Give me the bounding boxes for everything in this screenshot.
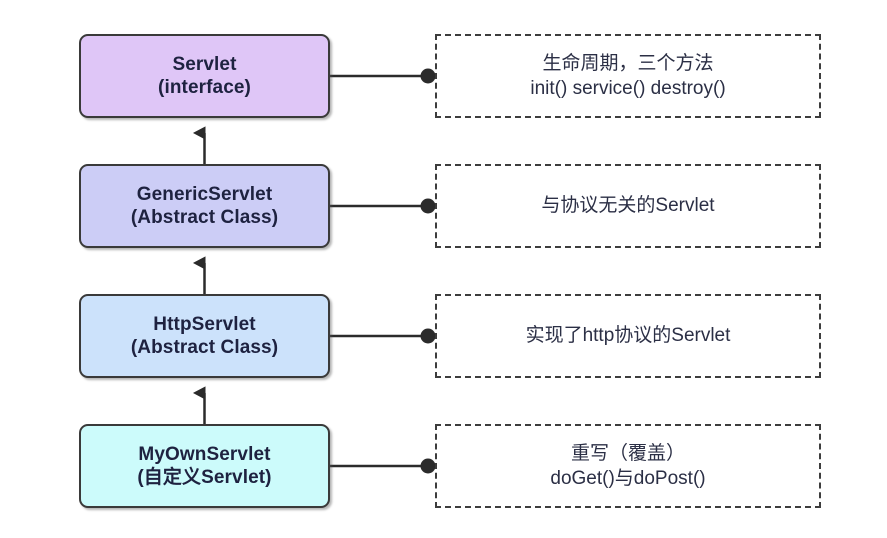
note-line-2: doGet()与doPost() bbox=[550, 468, 706, 489]
class-box-servlet[interactable]: Servlet (interface) bbox=[79, 34, 330, 118]
note-connector-dot-myownservlet bbox=[420, 458, 436, 474]
class-stereotype-httpservlet: (Abstract Class) bbox=[130, 337, 279, 358]
note-box-httpservlet[interactable]: 实现了http协议的Servlet bbox=[435, 294, 821, 378]
note-line-1: 生命周期，三个方法 bbox=[542, 52, 714, 74]
class-name-myownservlet: MyOwnServlet bbox=[138, 443, 271, 465]
class-stereotype-servlet: (interface) bbox=[158, 77, 251, 98]
class-stereotype-myownservlet: (自定义Servlet) bbox=[137, 467, 272, 488]
note-line-1: 实现了http协议的Servlet bbox=[525, 325, 731, 347]
note-box-servlet[interactable]: 生命周期，三个方法 init() service() destroy() bbox=[435, 34, 821, 118]
note-line-1: 与协议无关的Servlet bbox=[541, 195, 715, 217]
note-connector-dot-genericservlet bbox=[420, 198, 436, 214]
note-connector-dot-httpservlet bbox=[420, 328, 436, 344]
note-box-genericservlet[interactable]: 与协议无关的Servlet bbox=[435, 164, 821, 248]
note-line-2: init() service() destroy() bbox=[530, 78, 726, 99]
class-stereotype-genericservlet: (Abstract Class) bbox=[130, 207, 279, 228]
class-name-genericservlet: GenericServlet bbox=[136, 183, 273, 205]
class-box-myownservlet[interactable]: MyOwnServlet (自定义Servlet) bbox=[79, 424, 330, 508]
note-box-myownservlet[interactable]: 重写（覆盖） doGet()与doPost() bbox=[435, 424, 821, 508]
class-name-httpservlet: HttpServlet bbox=[153, 313, 256, 335]
class-box-genericservlet[interactable]: GenericServlet (Abstract Class) bbox=[79, 164, 330, 248]
class-box-httpservlet[interactable]: HttpServlet (Abstract Class) bbox=[79, 294, 330, 378]
class-name-servlet: Servlet bbox=[172, 53, 237, 75]
note-connector-dot-servlet bbox=[420, 68, 436, 84]
note-line-1: 重写（覆盖） bbox=[570, 442, 685, 464]
